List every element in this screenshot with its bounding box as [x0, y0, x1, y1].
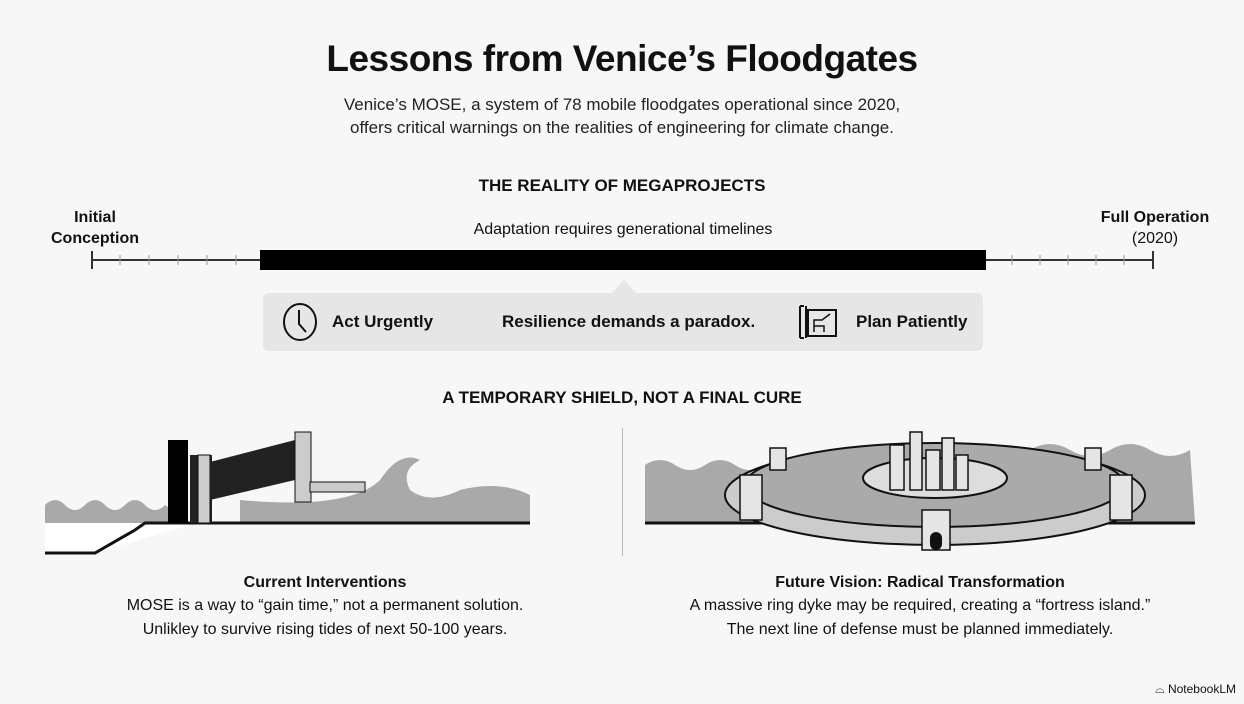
future-vision-title: Future Vision: Radical Transformation	[775, 574, 1065, 591]
timeline-bar	[260, 250, 986, 270]
notebooklm-watermark: ⌓ NotebookLM	[1155, 682, 1236, 696]
section-heading-megaprojects: THE REALITY OF MEGAPROJECTS	[478, 176, 766, 195]
timeline	[91, 250, 1154, 293]
timeline-end-label: Full Operation(2020)	[1100, 209, 1210, 247]
fortress-island-illustration	[645, 431, 1195, 551]
notebooklm-logo-icon: ⌓	[1155, 682, 1168, 696]
future-vision-line: The next line of defense must be planned…	[726, 621, 1114, 638]
section-heading-shield: A TEMPORARY SHIELD, NOT A FINAL CURE	[442, 388, 802, 407]
current-interventions-line: MOSE is a way to “gain time,” not a perm…	[126, 597, 524, 614]
subtitle-line: Venice’s MOSE, a system of 78 mobile flo…	[343, 95, 901, 114]
future-vision-line: A massive ring dyke may be required, cre…	[689, 597, 1151, 614]
current-interventions-title: Current Interventions	[243, 574, 407, 591]
page-title: Lessons from Venice’s Floodgates	[326, 38, 918, 79]
timeline-caption: Adaptation requires generational timelin…	[473, 221, 773, 238]
clock-icon	[283, 303, 317, 341]
section-divider	[622, 428, 623, 556]
subtitle-line: offers critical warnings on the realitie…	[350, 118, 894, 137]
paradox-label: Resilience demands a paradox.	[502, 312, 756, 331]
blueprint-icon	[799, 305, 837, 339]
act-urgently-label: Act Urgently	[332, 312, 434, 331]
floodgate-illustration	[45, 431, 530, 555]
plan-patiently-label: Plan Patiently	[856, 312, 968, 331]
paradox-panel	[263, 293, 983, 351]
current-interventions-line: Unlikley to survive rising tides of next…	[142, 621, 508, 638]
